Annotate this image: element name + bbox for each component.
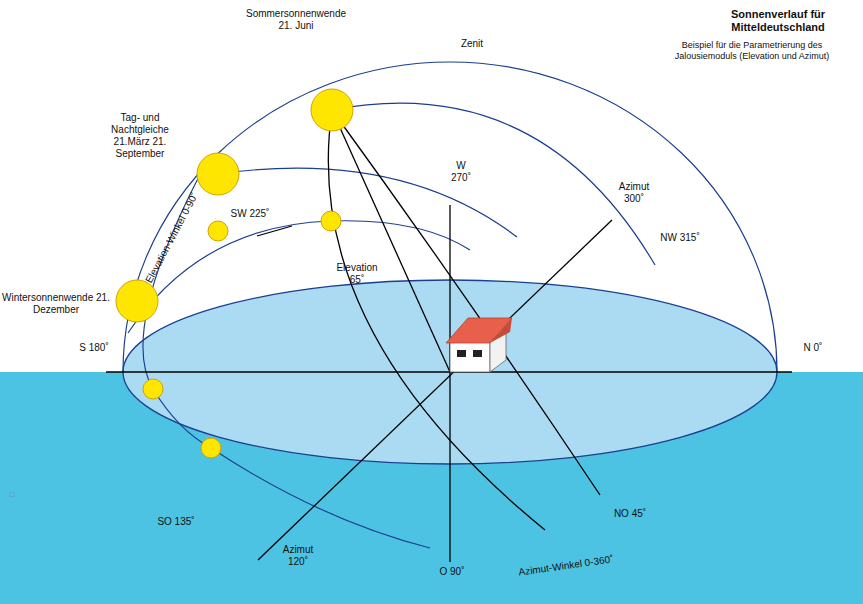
direction-label: O 90˚ xyxy=(438,566,466,578)
subtitle-note: Beispiel für die Parametrierung des Jalo… xyxy=(650,40,855,62)
direction-label: NW 315˚ xyxy=(660,232,700,244)
small-marker: □ xyxy=(5,490,19,500)
sun-position-label: Tag- und Nachtgleiche 21.März 21. Septem… xyxy=(103,112,177,160)
sun-position-label: Sommersonnenwende 21. Juni xyxy=(241,8,351,32)
direction-label: N 0˚ xyxy=(800,342,826,354)
elevation-label: Elevation 65˚ xyxy=(330,262,384,286)
direction-label: SW 225˚ xyxy=(230,208,270,220)
azimuth-label: Azimut 300˚ xyxy=(610,181,658,205)
azimuth-label: Azimut 120˚ xyxy=(274,544,322,568)
direction-label: SO 135˚ xyxy=(156,516,196,528)
axis-lines xyxy=(106,110,792,562)
direction-label: W 270˚ xyxy=(445,160,477,184)
house-icon xyxy=(446,318,512,372)
sun-position-label: Wintersonnenwende 21. Dezember xyxy=(2,292,110,316)
direction-label: S 180˚ xyxy=(79,342,109,354)
direction-label: NO 45˚ xyxy=(610,508,650,520)
angle-range-label: Elevation-Winkel 0-90˚ xyxy=(139,182,206,294)
diagram-title: Sonnenverlauf für Mitteldeutschland xyxy=(698,8,858,34)
zenith-label: Zenit xyxy=(452,38,492,50)
